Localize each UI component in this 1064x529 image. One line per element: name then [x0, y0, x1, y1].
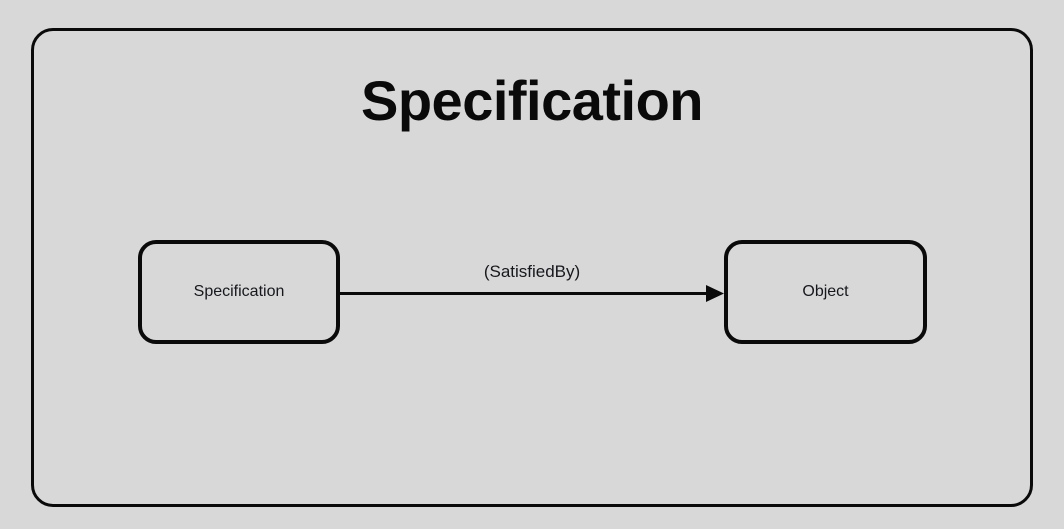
node-label-object: Object [802, 283, 849, 301]
node-object[interactable]: Object [724, 240, 927, 344]
node-label-specification: Specification [193, 283, 285, 301]
node-specification[interactable]: Specification [138, 240, 340, 344]
connector-label-satisfied-by: (SatisfiedBy) [483, 262, 581, 281]
package-title: Specification [360, 69, 704, 132]
